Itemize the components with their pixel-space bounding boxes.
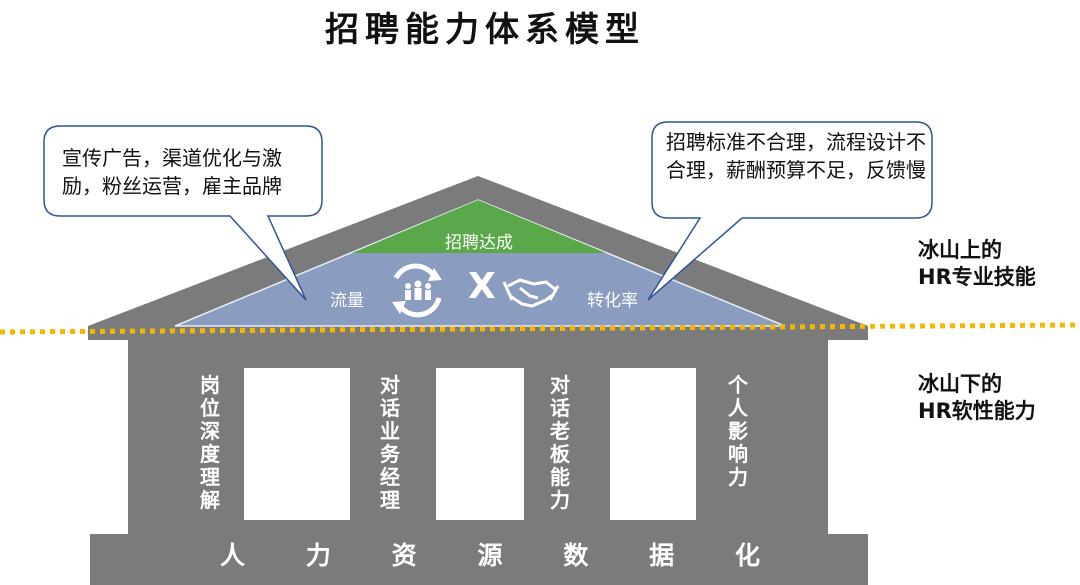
traffic-label: 流量 bbox=[330, 291, 364, 311]
waterline bbox=[0, 322, 1080, 335]
base-char: 数 bbox=[563, 541, 589, 570]
entablature bbox=[128, 340, 828, 368]
base-char: 源 bbox=[477, 541, 503, 570]
callout-left-text: 宣传广告，渠道优化与激励，粉丝运营，雇主品牌 bbox=[62, 146, 282, 198]
below-iceberg-line1: 冰山下的 bbox=[918, 372, 1002, 396]
base-label: 人 力 资 源 数 据 化 bbox=[220, 536, 760, 572]
above-iceberg-line1: 冰山上的 bbox=[918, 238, 1002, 262]
base-char: 化 bbox=[734, 541, 760, 570]
pillar-2 bbox=[350, 368, 436, 520]
page-title: 招聘能力体系模型 bbox=[325, 10, 645, 50]
green-triangle bbox=[352, 200, 606, 253]
callout-left bbox=[43, 125, 323, 301]
recruitment-achieved-label: 招聘达成 bbox=[445, 233, 513, 253]
pillar-label-3: 对话老板能力 bbox=[550, 373, 570, 512]
conversion-rate-label: 转化率 bbox=[587, 291, 638, 311]
callout-right-text: 招聘标准不合理，流程设计不合理，薪酬预算不足，反馈慢 bbox=[666, 130, 926, 182]
side-wall-right bbox=[788, 368, 828, 520]
below-iceberg-line2: HR软性能力 bbox=[918, 399, 1036, 423]
base-char: 据 bbox=[649, 541, 675, 570]
below-iceberg-label: 冰山下的 HR软性能力 bbox=[918, 371, 1036, 425]
base-char: 人 bbox=[220, 541, 246, 570]
base-char: 资 bbox=[391, 541, 417, 570]
pillar-1 bbox=[180, 368, 244, 520]
base-step-2 bbox=[90, 534, 868, 585]
above-iceberg-label: 冰山上的 HR专业技能 bbox=[918, 237, 1036, 291]
multiply-sign: X bbox=[468, 266, 496, 307]
people-cycle-icon bbox=[392, 263, 442, 318]
callout-right bbox=[647, 121, 933, 301]
pillar-4 bbox=[696, 368, 788, 520]
pillar-label-1: 岗位深度理解 bbox=[200, 373, 220, 512]
pillar-3 bbox=[524, 368, 610, 520]
above-iceberg-line2: HR专业技能 bbox=[918, 265, 1036, 289]
side-wall-left bbox=[128, 368, 180, 520]
blue-triangle bbox=[174, 199, 786, 327]
pillar-label-2: 对话业务经理 bbox=[380, 373, 400, 512]
handshake-icon bbox=[502, 278, 560, 308]
pillar-label-4: 个人影响力 bbox=[728, 373, 748, 489]
base-char: 力 bbox=[305, 541, 331, 570]
base-step-1 bbox=[128, 520, 828, 534]
